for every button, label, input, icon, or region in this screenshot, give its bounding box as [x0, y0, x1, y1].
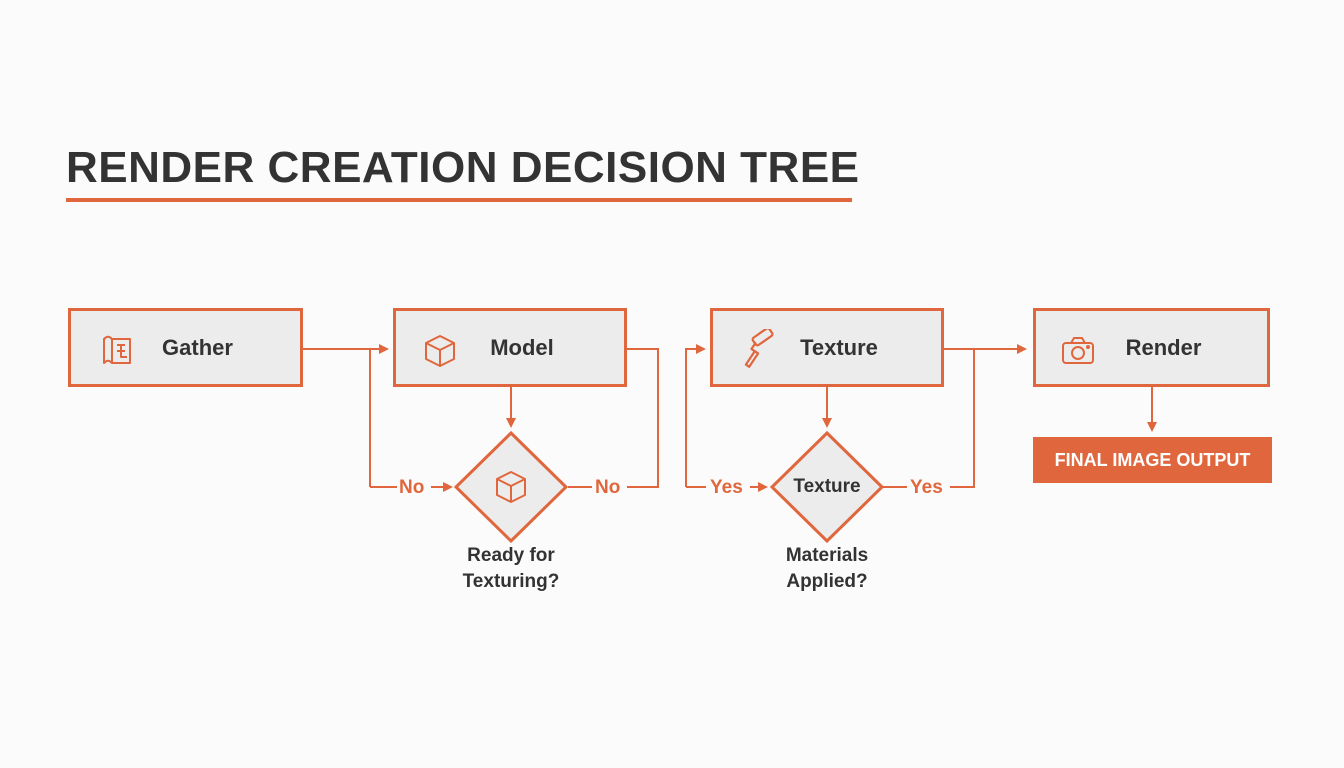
node-model[interactable]: Model	[393, 308, 627, 387]
node-label: Model	[490, 334, 554, 360]
edge-label-no: No	[399, 477, 425, 498]
camera-icon	[1062, 337, 1094, 364]
paint-roller-icon	[744, 329, 774, 368]
node-label: Gather	[162, 334, 233, 360]
edge-label-yes: Yes	[910, 477, 943, 498]
decision-caption-ready: Ready for Texturing?	[436, 543, 586, 595]
decision-diamond-materials	[769, 430, 885, 544]
caption-line: Applied?	[786, 571, 868, 592]
node-label: Render	[1125, 334, 1202, 360]
caption-line: Texturing?	[462, 571, 560, 592]
decision-caption-materials: Materials Applied?	[752, 543, 902, 595]
cube-icon	[496, 471, 526, 503]
edge-label-yes: Yes	[710, 477, 743, 498]
decision-inner-label: Texture	[793, 476, 861, 497]
caption-line: Materials	[785, 545, 869, 566]
blueprint-scroll-icon	[103, 335, 131, 364]
page-title: RENDER CREATION DECISION TREE	[66, 143, 860, 192]
edge-label-no: No	[595, 477, 621, 498]
cube-icon	[425, 335, 455, 367]
final-output-badge: FINAL IMAGE OUTPUT	[1033, 437, 1272, 483]
node-render[interactable]: Render	[1033, 308, 1270, 387]
title-underline	[66, 198, 852, 202]
node-label: Texture	[800, 334, 878, 360]
edge-to-texture	[685, 344, 706, 487]
node-texture[interactable]: Texture	[710, 308, 944, 387]
node-gather[interactable]: Gather	[68, 308, 303, 387]
caption-line: Ready for	[467, 545, 555, 566]
